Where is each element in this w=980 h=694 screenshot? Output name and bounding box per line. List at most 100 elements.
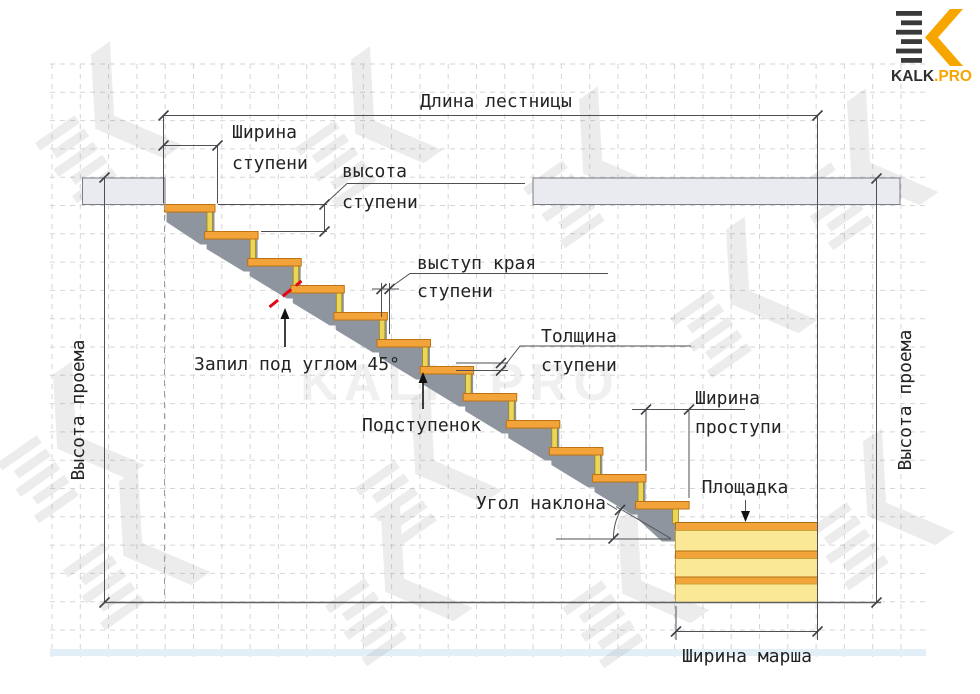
riser-board <box>594 454 601 476</box>
riser-board <box>249 238 257 260</box>
dimension-tick <box>157 139 170 152</box>
tread <box>592 474 647 483</box>
miter-cut-mark <box>268 279 303 347</box>
logo-chevron-icon <box>925 9 963 66</box>
left-floor-slab <box>82 177 166 205</box>
label-platform: Площадка <box>702 477 789 498</box>
stringer <box>206 239 258 272</box>
label-tread-width-line2: проступи <box>695 417 782 438</box>
stringer <box>379 347 430 380</box>
platform-board <box>675 558 818 578</box>
label-riser: Подступенок <box>362 415 481 436</box>
dimension-tick <box>211 139 224 152</box>
tread <box>290 285 345 294</box>
stringer <box>508 428 560 461</box>
dimension-tick <box>318 198 331 211</box>
dimension-tick <box>318 225 331 238</box>
stringer <box>292 293 344 326</box>
dimension-tick <box>870 172 883 185</box>
tread <box>247 258 302 267</box>
riser-board <box>335 292 343 314</box>
watermark-logo-icon <box>499 86 671 259</box>
platform-board <box>675 576 818 585</box>
label-step-height-line2: ступени <box>342 192 418 213</box>
stringer <box>551 455 603 488</box>
dimension-tick <box>607 532 620 545</box>
label-step-width-line1: Ширина <box>232 122 297 143</box>
dimension-tick <box>157 109 170 122</box>
treads <box>164 204 690 510</box>
dimension-tick <box>614 504 626 516</box>
tread <box>505 420 561 429</box>
dim-step-height <box>218 183 525 232</box>
logo-bars-icon <box>896 11 922 63</box>
watermark-logo-icon <box>767 88 939 261</box>
riser-board <box>378 319 386 341</box>
dimension-tick <box>811 109 824 122</box>
bottom-blue-band <box>50 649 926 656</box>
platform-pointer <box>741 500 750 522</box>
riser-board <box>551 427 558 449</box>
stringer <box>422 374 474 407</box>
label-step-height-line1: высота <box>342 161 407 182</box>
dimension-tick <box>811 625 824 638</box>
label-opening-height-right: Высота проема <box>895 330 916 471</box>
dim-step-width <box>163 145 218 204</box>
platform <box>675 522 818 603</box>
label-slope-angle: Угол наклона <box>476 493 606 514</box>
riser-pointer <box>418 372 428 409</box>
labels: Длина лестницы Ширина ступени высота сту… <box>68 91 916 667</box>
riser-board <box>422 346 429 368</box>
stringer <box>465 401 517 434</box>
platform-board <box>675 522 818 531</box>
label-flight-width: Ширина марша <box>682 646 812 667</box>
dim-stair-length <box>163 115 818 640</box>
stringer <box>166 212 215 245</box>
dimension-tick <box>495 364 507 377</box>
platform-board <box>675 583 818 603</box>
platform-board <box>675 530 818 552</box>
dimension-tick <box>640 403 652 416</box>
tread <box>635 501 690 510</box>
kalkpro-logo: KALK.PRO <box>891 9 972 85</box>
riser-board <box>637 481 644 503</box>
stringer <box>335 320 387 353</box>
stringer <box>637 509 676 542</box>
label-stair-length: Длина лестницы <box>420 91 572 112</box>
tread <box>548 447 604 456</box>
dimension-ticks <box>98 109 883 638</box>
stringer <box>594 482 646 515</box>
tread <box>462 393 518 402</box>
riser-board <box>508 400 515 422</box>
dim-step-thickness <box>456 345 691 371</box>
dimension-tick <box>98 171 111 184</box>
label-miter-cut: Запил под углом 45° <box>194 354 400 375</box>
dimension-tick <box>495 357 507 369</box>
label-step-thickness-line1: Толщина <box>541 326 617 347</box>
dimension-tick <box>670 625 682 638</box>
label-opening-height-left: Высота проема <box>68 340 89 481</box>
dimension-tick <box>870 596 883 609</box>
riser-board <box>206 211 213 233</box>
label-edge-overhang-line2: ступени <box>417 281 493 302</box>
logo-wordmark: KALK.PRO <box>891 68 972 85</box>
label-step-thickness-line2: ступени <box>541 355 617 376</box>
label-edge-overhang-line1: выступ края <box>417 253 536 274</box>
tread <box>333 312 388 321</box>
label-tread-width-line1: Ширина <box>695 388 760 409</box>
watermark-logo-icon <box>646 216 818 389</box>
tread <box>164 204 216 213</box>
riser-board <box>465 373 472 395</box>
tread <box>204 231 259 240</box>
dimension-tick <box>98 596 111 609</box>
dimension-tick <box>683 403 695 416</box>
dim-flight-width <box>675 606 818 640</box>
riser-board <box>672 508 679 524</box>
dimension-tick <box>375 283 388 295</box>
right-floor-slab <box>532 177 901 205</box>
platform-board <box>675 550 818 559</box>
dimension-tick <box>383 283 396 295</box>
tread <box>376 339 431 348</box>
